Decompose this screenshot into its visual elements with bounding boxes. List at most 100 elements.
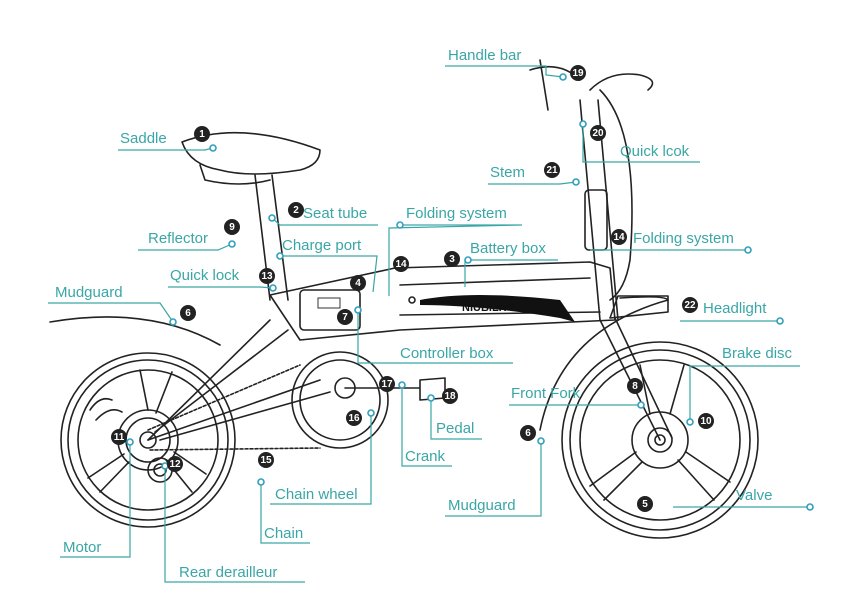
headlight-bracket (609, 295, 669, 319)
number-badge-text: 9 (229, 222, 235, 233)
part-label: Battery box (470, 240, 546, 257)
anchor-dot (354, 306, 362, 314)
number-badge (544, 162, 560, 178)
number-badge (258, 452, 274, 468)
battery-stripe (420, 295, 575, 322)
part-label: Chain wheel (275, 486, 358, 503)
part-label: Stem (490, 164, 525, 181)
number-badge-text: 2 (293, 205, 299, 216)
number-badge (627, 378, 643, 394)
number-badge (682, 297, 698, 313)
part-label: Charge port (282, 237, 362, 254)
leader-line (118, 147, 214, 151)
part-label: Controller box (400, 345, 494, 362)
anchor-dot (398, 381, 406, 389)
callout-front-fork: 8 Front Fork (509, 378, 645, 409)
controller-box-shape (299, 289, 361, 331)
number-badge-text: 14 (395, 259, 407, 270)
number-badge (111, 429, 127, 445)
number-badge (444, 251, 460, 267)
anchor-dot (367, 409, 375, 417)
number-badge-text: 8 (632, 381, 638, 392)
number-badge (346, 410, 362, 426)
number-badge (337, 309, 353, 325)
number-badge-text: 15 (260, 455, 272, 466)
number-badge-text: 3 (449, 254, 455, 265)
number-badge (570, 65, 586, 81)
part-label: Quick lcok (620, 143, 690, 160)
callout-folding-system-main: 14 Folding system (388, 205, 523, 296)
anchor-dot (464, 256, 472, 264)
front-wheel (561, 341, 759, 539)
number-badge (180, 305, 196, 321)
part-label: Headlight (703, 300, 767, 317)
chain-shape (147, 364, 321, 451)
anchor-dot (537, 437, 545, 445)
anchor-dot (257, 478, 265, 486)
number-badge-text: 5 (642, 499, 648, 510)
anchor-dot (579, 120, 587, 128)
callout-battery-box: 3 Battery box (444, 240, 558, 287)
part-label: Handle bar (448, 47, 521, 64)
number-badge (379, 376, 395, 392)
part-label: Crank (405, 448, 446, 465)
leader-line (430, 398, 482, 440)
leader-line (138, 243, 233, 251)
number-badge (194, 126, 210, 142)
leader-line (357, 310, 513, 364)
leader-line (388, 224, 523, 296)
part-label: Chain (264, 525, 303, 542)
anchor-dot (776, 317, 784, 325)
leader-line (260, 482, 310, 544)
seat-stay (147, 319, 289, 441)
part-label: Front Fork (511, 385, 581, 402)
number-badge-text: 12 (169, 459, 181, 470)
part-label: Folding system (406, 205, 507, 222)
number-badge (698, 413, 714, 429)
anchor-dot (427, 394, 435, 402)
number-badge (224, 219, 240, 235)
number-badge (167, 456, 183, 472)
handle-bar-shape (589, 73, 654, 91)
leader-line (488, 181, 577, 185)
part-label: Quick lock (170, 267, 240, 284)
leader-line (164, 466, 305, 583)
number-badge-text: 6 (525, 428, 531, 439)
main-frame (269, 261, 616, 341)
part-label: Mudguard (55, 284, 123, 301)
leader-line (60, 442, 131, 558)
part-label: Saddle (120, 130, 167, 147)
number-badge-text: 7 (342, 312, 348, 323)
number-badge-text: 10 (700, 416, 712, 427)
number-badge (259, 268, 275, 284)
anchor-dot (276, 252, 284, 260)
number-badge-text: 1 (199, 129, 205, 140)
chain-wheel-shape (291, 351, 389, 449)
callout-saddle: 1 Saddle (118, 126, 217, 152)
number-badge-text: 21 (546, 165, 558, 176)
leader-line (464, 259, 558, 287)
number-badge-text: 16 (348, 413, 360, 424)
anchor-dot (744, 246, 752, 254)
number-badge (393, 256, 409, 272)
anchor-dot (209, 144, 217, 152)
callout-stem: 21 Stem (488, 162, 580, 186)
leader-line (445, 441, 542, 517)
leader-line (401, 385, 452, 467)
rear-mudguard-shape (49, 316, 221, 346)
